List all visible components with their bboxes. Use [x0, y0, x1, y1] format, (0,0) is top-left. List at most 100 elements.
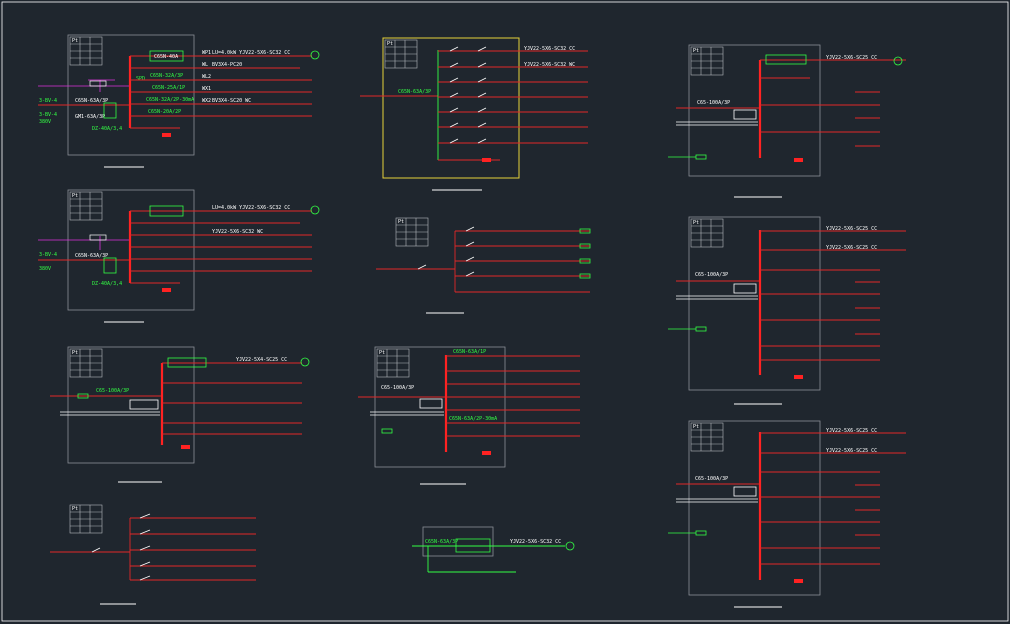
panel-a2-distribution-box[interactable]: Pt 3-BV-4 380V C65N-63A/3P DZ-40A/3,4 LU…	[38, 189, 320, 323]
panel-e1-neutral-lines	[676, 109, 758, 126]
panel-a-distribution-box[interactable]: Pt 3-BV-4 3-BV-4 380V C65N-63A/3P GM1-63…	[38, 34, 320, 168]
panel-a-frame	[67, 34, 195, 156]
panel-f-breaker: C65N-63A/3P	[425, 539, 458, 545]
panel-e2-title-grid	[690, 218, 724, 248]
panel-a2-frame	[67, 189, 195, 311]
panel-a2-f1-text: LU=4.0kW YJV22-5X6-SC32 CC	[212, 205, 290, 211]
panel-b-feeders	[438, 50, 588, 161]
panel-f-cable: YJV22-5X6-SC32 CC	[510, 539, 561, 545]
panel-c-contactor	[167, 357, 207, 368]
panel-c-main-breaker: C65-100A/3P	[96, 388, 129, 394]
panel-g-switches	[91, 513, 151, 581]
panel-a2-control-wiring	[38, 236, 130, 250]
panel-d-feeders	[446, 355, 580, 437]
panel-a-spd-label: DZ-40A/3,4	[92, 126, 122, 132]
panel-a2-meter-box	[89, 234, 107, 241]
panel-a2-spd-label: DZ-40A/3,4	[92, 281, 122, 287]
panel-e3-terminal	[794, 579, 803, 583]
panel-a-tag: Pt	[72, 38, 78, 44]
panel-d-distribution-box[interactable]: Pt C65-100A/3P C65N-63A/1P C65N-63A/2P-3…	[358, 346, 580, 485]
panel-a2-tag: Pt	[72, 193, 78, 199]
panel-a2-input-voltage: 380V	[39, 266, 51, 272]
panel-a-control-wiring	[38, 79, 130, 92]
panel-e3-distribution-box[interactable]: Pt C65-100A/3P YJV22-5X6-SC25 CC YJV22-5…	[668, 420, 906, 608]
panel-a-f3-id: WL2	[202, 74, 211, 80]
panel-e3-f2-text: YJV22-5X6-SC25 CC	[826, 448, 877, 454]
panel-a-main-breaker: C65N-63A/3P	[75, 98, 108, 104]
panel-e1-tag: Pt	[693, 48, 699, 54]
panel-e2-f2-text: YJV22-5X6-SC25 CC	[826, 245, 877, 251]
panel-e3-main-breaker: C65-100A/3P	[695, 476, 728, 482]
panel-c-terminal	[181, 445, 190, 449]
panel-e2-main-breaker: C65-100A/3P	[695, 272, 728, 278]
panel-a-f5-breaker: C65N-20A/2P	[148, 109, 181, 115]
panel-a2-terminal	[162, 288, 171, 292]
panel-a2-f3-text: YJV22-5X6-SC32 WC	[212, 229, 263, 235]
panel-e2-terminal	[794, 375, 803, 379]
panel-a-f5-id: WX2	[202, 98, 211, 104]
panel-g-distribution-box[interactable]: Pt	[50, 504, 256, 605]
panel-c-distribution-box[interactable]: Pt C65-100A/3P YJV22-5X4-SC25 CC	[50, 346, 310, 483]
panel-e1-feeders	[760, 59, 906, 147]
panel-c-feeders	[162, 362, 302, 435]
panel-b-f2-text: YJV22-5X6-SC32 WC	[524, 62, 575, 68]
panel-a-f1-id: WP1	[202, 50, 211, 56]
panel-b-main-breaker: C65N-63A/3P	[398, 89, 431, 95]
panel-a-f1-text: LU=4.0kW YJV22-5X6-SC32 CC	[212, 50, 290, 56]
panel-a-f4-id: WX1	[202, 86, 211, 92]
panel-c-f1-text: YJV22-5X4-SC25 CC	[236, 357, 287, 363]
panel-e1-title-grid	[690, 46, 724, 76]
panel-d-tag: Pt	[379, 350, 385, 356]
panel-c-title-grid	[69, 348, 103, 378]
panel-e1-contactor	[765, 54, 807, 65]
panel-h-switches	[417, 226, 475, 277]
panel-a-meter-label: GM1-63A/3P	[75, 114, 105, 120]
panel-e2-meter	[695, 326, 707, 332]
panel-d-title-grid	[376, 348, 410, 378]
panel-e2-distribution-box[interactable]: Pt C65-100A/3P YJV22-5X6-SC25 CC YJV22-5…	[668, 216, 906, 405]
panel-a-f2-text: BV3X4-PC20	[212, 62, 242, 68]
panel-d-neutral-lines	[370, 398, 444, 416]
panel-b-terminal	[482, 158, 491, 162]
panel-d-main-breaker: C65-100A/3P	[381, 385, 414, 391]
panel-e1-distribution-box[interactable]: Pt C65-100A/3P YJV22-5X6-SC25 CC	[668, 44, 906, 198]
panel-g-tag: Pt	[72, 506, 78, 512]
panel-a2-title-grid	[69, 191, 103, 221]
panel-a-spd-tag: SPD	[136, 76, 145, 82]
panel-a-input-2: 3-BV-4	[39, 112, 57, 118]
panel-d-frame	[374, 346, 506, 468]
panel-f-contactor	[455, 538, 491, 553]
panel-a-f2-id: WL	[202, 62, 208, 68]
panel-e1-terminal	[794, 158, 803, 162]
panel-a-f3-breaker: C65N-25A/1P	[152, 85, 185, 91]
panel-c-meter	[77, 393, 89, 399]
panel-b-distribution-box[interactable]: Pt C65N-63A/3P YJV22-5X6-SC32 CC YJV22-5…	[360, 37, 588, 191]
panel-a2-motor-symbol	[310, 205, 320, 215]
panel-a-input-1: 3-BV-4	[39, 98, 57, 104]
panel-d-meter	[381, 428, 393, 434]
panel-f-frame	[422, 526, 494, 557]
panel-a-terminal	[162, 133, 171, 137]
panel-a2-main-breaker: C65N-63A/3P	[75, 253, 108, 259]
panel-f-motor-symbol	[565, 541, 575, 551]
panel-a2-input-1: 3-BV-4	[39, 252, 57, 258]
panel-d-f1-breaker: C65N-63A/1P	[453, 349, 486, 355]
panel-a2-feeders	[130, 210, 312, 284]
panel-a-contactor-box	[149, 50, 184, 62]
panel-a-feeders	[130, 55, 312, 129]
panel-a-motor-symbol	[310, 50, 320, 60]
panel-d-terminal	[482, 451, 491, 455]
panel-e2-feeders	[760, 230, 906, 361]
panel-h-distribution-box[interactable]: Pt	[376, 217, 591, 314]
panel-b-tag: Pt	[387, 41, 393, 47]
panel-e2-tag: Pt	[693, 220, 699, 226]
panel-d-f2-breaker: C65N-63A/2P-30mA	[449, 416, 497, 422]
panel-c-frame	[67, 346, 195, 464]
panel-h-loads	[579, 228, 591, 279]
panel-f-single-feeder[interactable]: C65N-63A/3P YJV22-5X6-SC32 CC	[412, 526, 575, 573]
panel-a-f1-breaker: C65N-40A	[154, 54, 178, 60]
panel-c-neutral-lines	[60, 399, 160, 416]
panel-c-motor-symbol	[300, 357, 310, 367]
